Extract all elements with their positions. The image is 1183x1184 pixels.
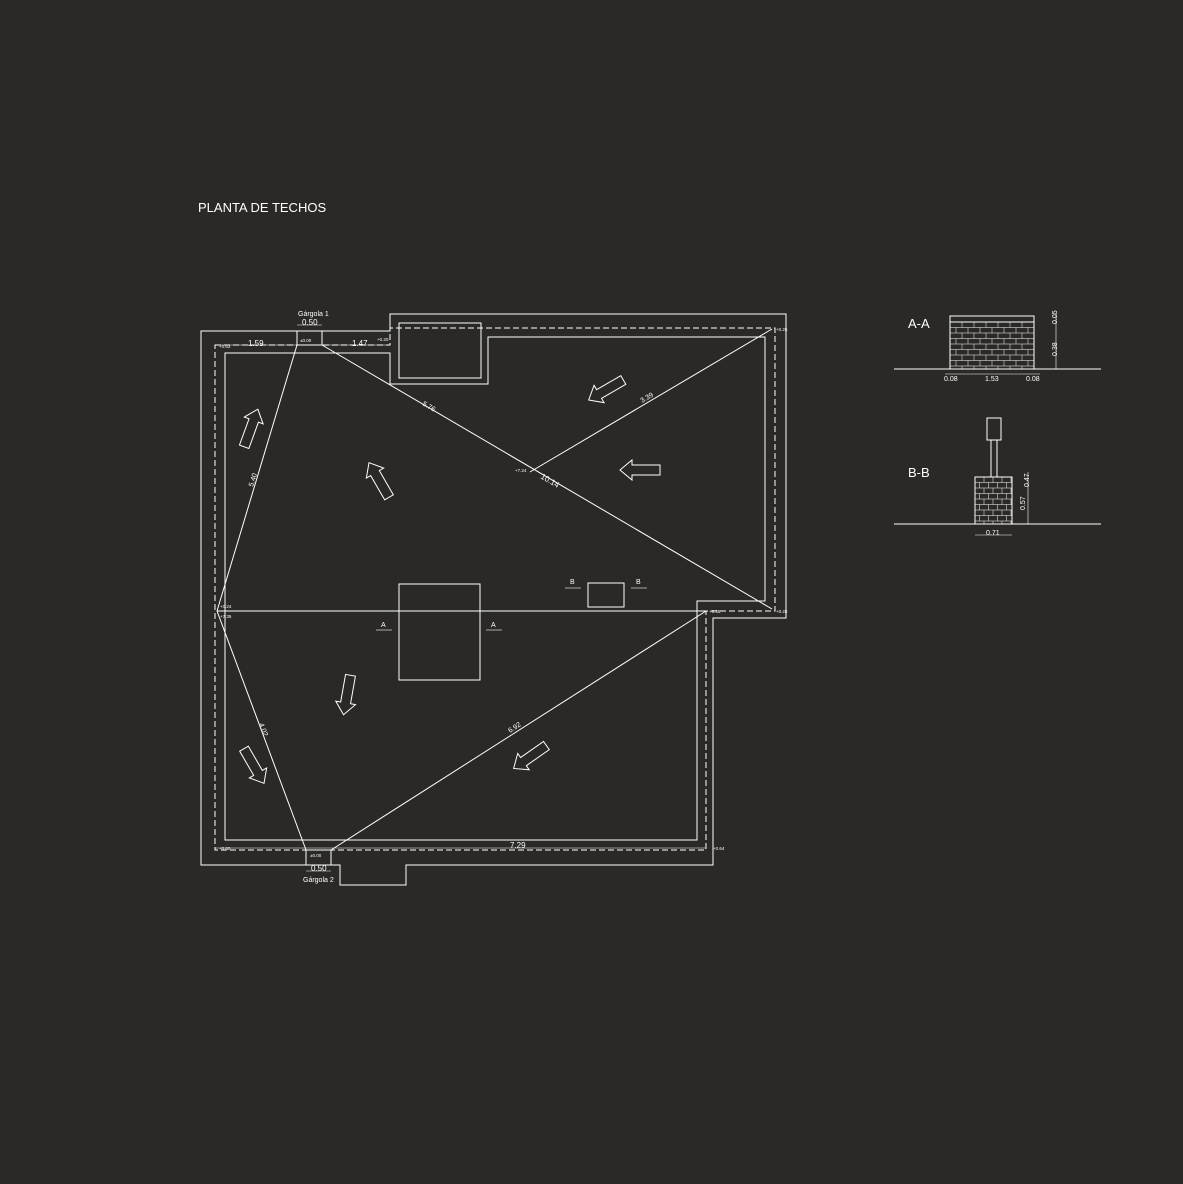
section-bb: B-B 0.57 0.47 0.71 (894, 417, 1101, 537)
slope-arrow-center-down (334, 673, 357, 716)
level-left-b: +7.35 (220, 614, 232, 619)
section-bb-width: 0.71 (986, 530, 1000, 537)
section-bb-vent (986, 417, 1002, 441)
dim-diag-ne: 5.76 (421, 401, 436, 414)
section-markers: A A B B (376, 579, 647, 631)
ridge-ne (529, 328, 773, 473)
level-left-a: +0.24 (220, 604, 232, 609)
section-aa-w-left: 0.08 (944, 376, 958, 383)
level-mid-right: +0.55 (709, 609, 721, 614)
gargola-2-width: 0.50 (311, 864, 327, 873)
gargola-1-box (296, 330, 323, 346)
gargola-2-label: Gárgola 2 (303, 877, 334, 884)
inner-parapet-dashed (214, 327, 776, 851)
section-aa-w-mid: 1.53 (985, 376, 999, 383)
drawing-title: PLANTA DE TECHOS (198, 200, 326, 215)
outer-wall-outline (200, 313, 787, 886)
section-bb-h-top: 0.47 (1024, 473, 1031, 487)
level-bottom-right: +0.64 (713, 846, 725, 851)
dim-top-left: 1.59 (248, 339, 264, 348)
section-bb-title: B-B (908, 465, 930, 480)
dim-left-lower: 4.02 (257, 722, 268, 737)
ridge-lines (216, 328, 773, 851)
slope-arrows (238, 374, 661, 784)
section-bb-h-main: 0.57 (1020, 496, 1027, 510)
section-aa-top: 0.05 (1052, 310, 1059, 324)
dimension-lines (215, 324, 706, 872)
ridge-left-lower (216, 610, 307, 851)
level-center: +7.24 (515, 468, 527, 473)
dim-left-upper: 5.40 (248, 472, 259, 487)
level-gargola-2: ±0.00 (310, 853, 322, 858)
small-block (587, 582, 625, 608)
section-a-left: A (381, 622, 386, 629)
level-markers: +0.63 ±0.00 +0.20 +0.25 +7.24 +0.24 +7.3… (219, 327, 788, 858)
central-block (398, 583, 481, 681)
section-aa-w-right: 0.08 (1026, 376, 1040, 383)
slope-arrow-right-left (619, 458, 661, 482)
slope-arrow-se-left (512, 740, 550, 771)
dim-bottom: 7.29 (510, 841, 526, 850)
ridge-diagonal-main (321, 344, 773, 610)
dim-diag-center: 10.14 (539, 472, 561, 490)
section-aa: A-A 0.38 0.05 0.08 1.53 0.08 (894, 310, 1101, 383)
level-gargola-1: ±0.00 (300, 338, 312, 343)
slope-arrow-center-up (365, 462, 395, 501)
level-bottom-left: +0.60 (219, 846, 231, 851)
level-right-mid: +0.25 (776, 609, 788, 614)
gargola-2-box (305, 849, 332, 866)
inner-wall-outline (224, 336, 766, 841)
slope-arrow-left-down (238, 745, 268, 784)
ridge-left-upper (216, 344, 298, 612)
gargola-1-label: Gárgola 1 (298, 311, 329, 318)
level-top-mid: +0.20 (377, 337, 389, 342)
dim-top-mid: 1.47 (352, 339, 368, 348)
section-a-right: A (491, 622, 496, 629)
level-top-left: +0.63 (219, 344, 231, 349)
section-aa-height: 0.38 (1052, 342, 1059, 356)
slope-arrow-left-up (238, 408, 264, 450)
slope-arrow-ne-down (588, 374, 627, 404)
section-aa-title: A-A (908, 316, 930, 331)
ridge-lower-diagonal (330, 610, 707, 851)
section-b-right: B (636, 579, 641, 586)
level-ne-corner: +0.25 (776, 327, 788, 332)
section-b-left: B (570, 579, 575, 586)
tank-block-top (398, 322, 482, 379)
gargola-1-width: 0.50 (302, 318, 318, 327)
